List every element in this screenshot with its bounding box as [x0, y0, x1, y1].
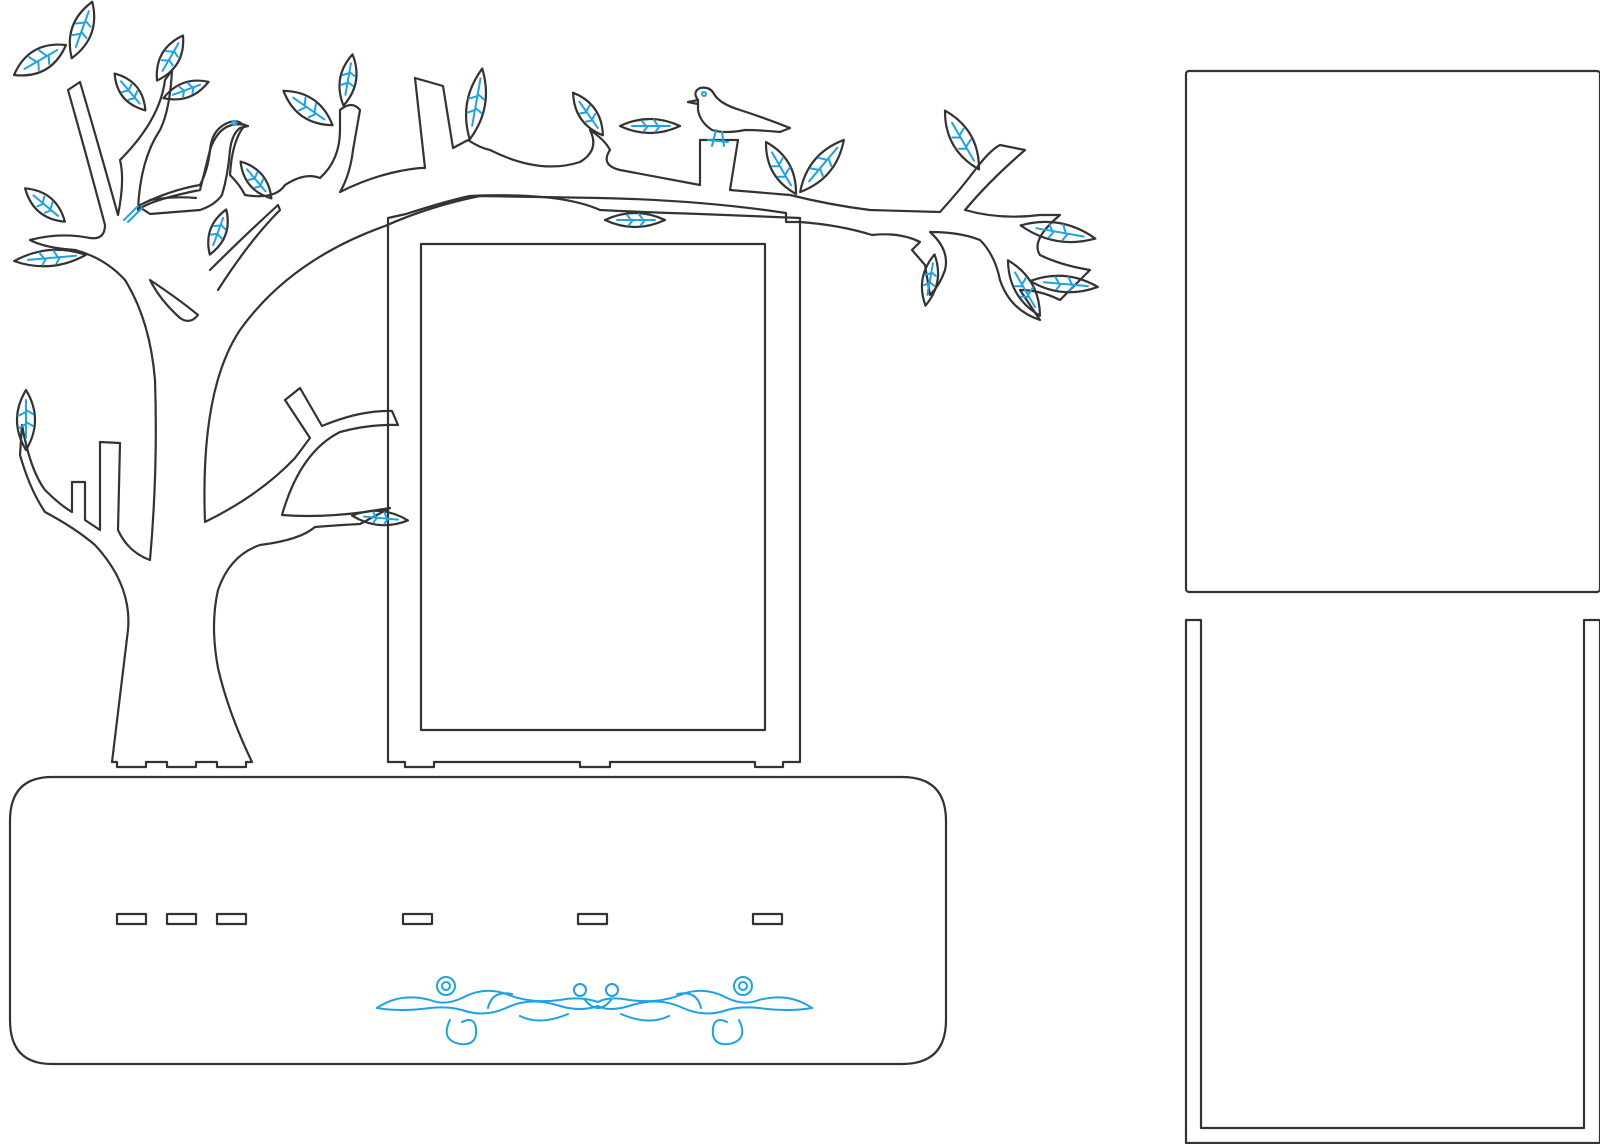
leaves: [12, 0, 1099, 527]
tree-trunk-outline: [18, 68, 1092, 769]
u-shaped-side-panel: [1184, 618, 1600, 1144]
leaf: [571, 91, 605, 137]
leaf: [351, 509, 409, 527]
leaf: [1019, 220, 1097, 244]
leaf: [920, 253, 940, 307]
bird: [123, 120, 250, 223]
bird-eye: [701, 91, 707, 97]
tree-panel: [18, 68, 1092, 769]
leaf: [68, 0, 96, 60]
leaf: [1029, 274, 1099, 294]
leaf: [799, 138, 845, 194]
tree-slot: [165, 912, 198, 926]
frame-slot: [401, 912, 434, 926]
leaf: [943, 109, 981, 171]
leaf: [239, 160, 273, 200]
frame-slot: [751, 912, 784, 926]
photo-window: [419, 242, 767, 732]
leaf: [13, 248, 87, 268]
base-slots: [115, 912, 784, 926]
leaf: [764, 140, 798, 196]
photo-frame-panel: [386, 194, 802, 769]
bird-beak: [686, 98, 700, 106]
leaf: [618, 117, 682, 135]
base-panel: [8, 775, 948, 1066]
bird: [686, 86, 792, 147]
leaf: [603, 211, 667, 229]
leaf: [113, 72, 147, 112]
bird-eye: [231, 120, 237, 126]
leaf: [162, 79, 210, 101]
tree-slot: [115, 912, 148, 926]
base-outline: [8, 775, 948, 1066]
leaf: [12, 43, 68, 77]
leaf: [155, 34, 185, 82]
leaf: [338, 53, 358, 107]
bird-wing: [148, 196, 198, 202]
frame-outline: [386, 194, 802, 769]
bird-legs: [707, 129, 729, 147]
leaf: [282, 89, 334, 127]
frame-slot: [576, 912, 609, 926]
leaf: [464, 67, 488, 141]
leaf: [16, 388, 36, 452]
back-panel: [1184, 69, 1600, 594]
leaf: [23, 187, 67, 223]
bird-tail: [123, 205, 143, 223]
leaf: [207, 208, 229, 256]
tree-slot: [215, 912, 248, 926]
scroll-ornament: [376, 976, 813, 1046]
leaf: [1006, 259, 1042, 317]
inner-branch: [148, 278, 200, 322]
inner-branch: [208, 203, 282, 292]
